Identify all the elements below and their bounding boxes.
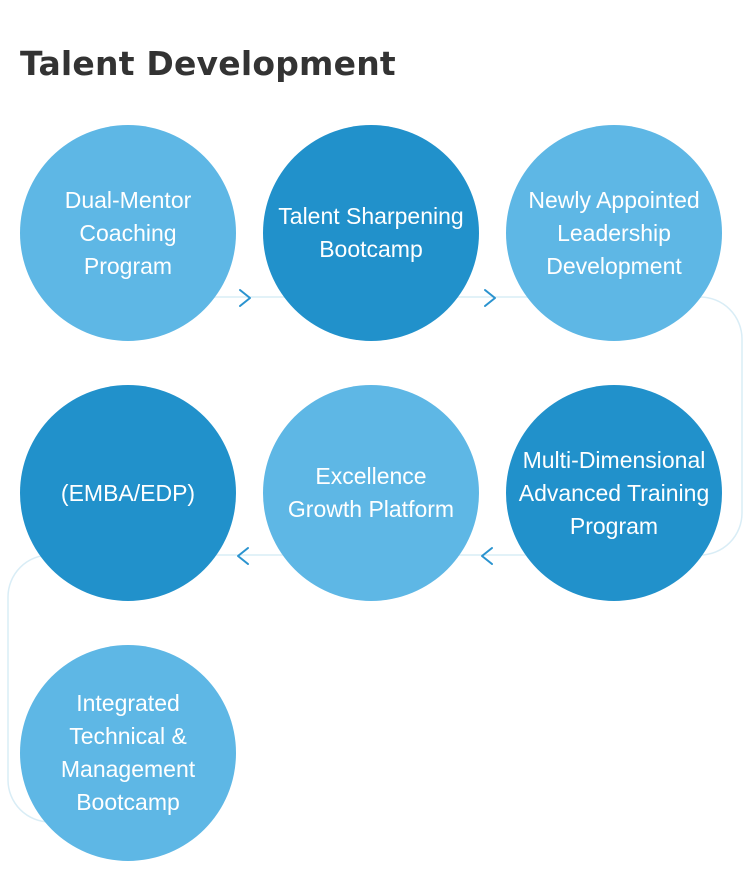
step-dual-mentor-coaching: Dual-Mentor Coaching Program <box>20 125 236 341</box>
step-label: Newly Appointed Leadership Development <box>528 186 700 279</box>
step-label: Integrated Technical & Management Bootca… <box>60 690 196 815</box>
step-label: (EMBA/EDP) <box>60 479 196 506</box>
step-label: Dual-Mentor Coaching Program <box>64 186 192 279</box>
step-label: Talent Sharpening Bootcamp <box>278 203 464 262</box>
chevron-right-icon <box>484 289 496 307</box>
step-talent-sharpening-bootcamp: Talent Sharpening Bootcamp <box>263 125 479 341</box>
page-title: Talent Development <box>20 44 396 83</box>
chevron-right-icon <box>239 289 251 307</box>
step-newly-appointed-leadership: Newly Appointed Leadership Development <box>506 125 722 341</box>
step-emba-edp: (EMBA/EDP) <box>20 385 236 601</box>
step-label: Excellence Growth Platform <box>287 463 455 522</box>
step-multi-dimensional-training: Multi-Dimensional Advanced Training Prog… <box>506 385 722 601</box>
step-excellence-growth-platform: Excellence Growth Platform <box>263 385 479 601</box>
step-label: Multi-Dimensional Advanced Training Prog… <box>518 446 710 539</box>
step-integrated-technical-management: Integrated Technical & Management Bootca… <box>20 645 236 861</box>
chevron-left-icon <box>237 547 249 565</box>
chevron-left-icon <box>481 547 493 565</box>
